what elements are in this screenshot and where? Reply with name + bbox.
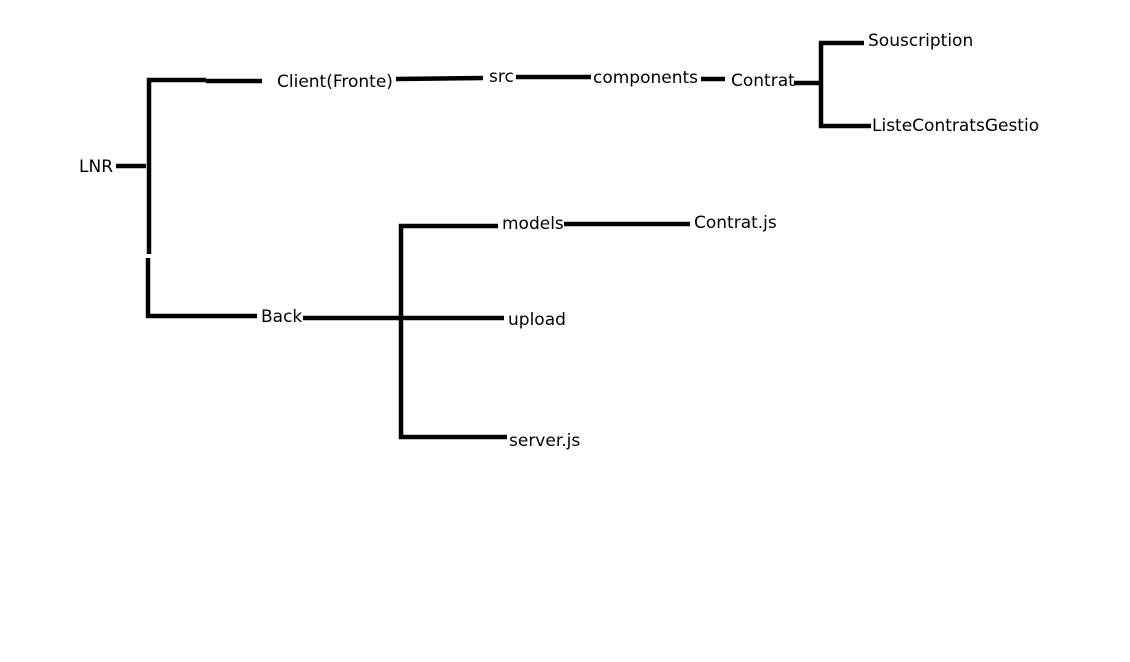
node-server-js: server.js — [509, 431, 580, 451]
node-root-lnr: LNR — [79, 157, 113, 177]
tree-connectors — [116, 40, 871, 440]
node-src: src — [489, 67, 514, 87]
node-souscription: Souscription — [868, 31, 973, 51]
node-client: Client(Fronte) — [277, 72, 393, 92]
connector-client-to-src — [395, 75, 484, 82]
node-components: components — [593, 68, 698, 88]
node-contrat: Contrat — [731, 71, 795, 91]
tree-labels: LNR Client(Fronte) src components Contra… — [79, 31, 1039, 451]
node-back: Back — [261, 307, 302, 327]
node-liste-contrats: ListeContratsGestio — [872, 116, 1039, 136]
node-upload: upload — [508, 310, 566, 330]
node-models: models — [502, 214, 564, 234]
node-contrat-js: Contrat.js — [694, 213, 777, 233]
